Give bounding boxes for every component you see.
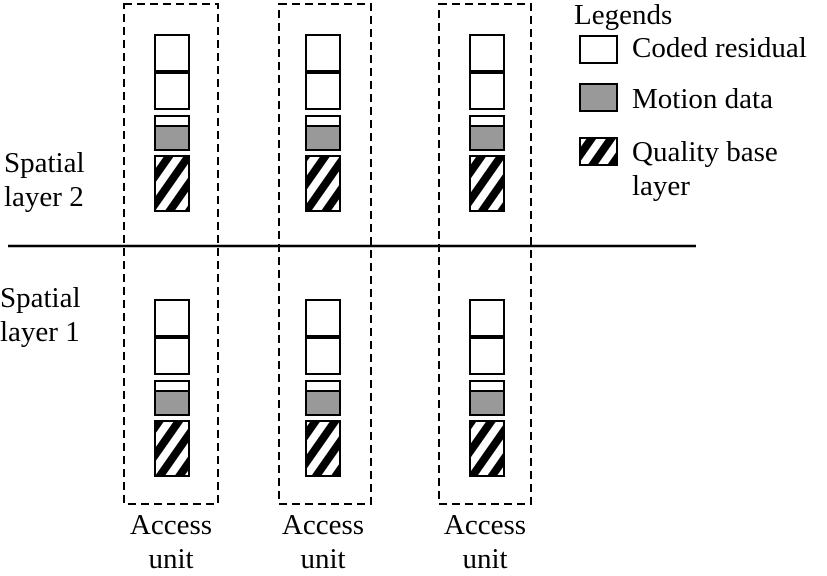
legend-swatch-motion-data xyxy=(579,83,618,112)
coded-residual-block-layer2-unit1-a xyxy=(154,34,190,72)
motion-header-block-layer2-unit1 xyxy=(154,115,190,127)
spatial-layer-2-label: Spatial layer 2 xyxy=(4,146,85,214)
coded-residual-block-layer1-unit3-a xyxy=(469,299,505,337)
spatial-layer-2-line2: layer 2 xyxy=(4,181,84,213)
coded-residual-block-layer2-unit2-b xyxy=(305,72,341,110)
motion-data-block-layer1-unit3 xyxy=(469,390,505,416)
access-unit-3-line1: Access xyxy=(443,509,527,541)
legend-label-quality-base-layer: Quality base layer xyxy=(632,135,778,203)
coded-residual-block-layer1-unit2-a xyxy=(305,299,341,337)
quality-base-block-layer1-unit2 xyxy=(305,420,341,477)
legend-label-motion-data: Motion data xyxy=(632,83,773,115)
motion-data-block-layer2-unit1 xyxy=(154,125,190,151)
access-unit-label-3: Access unit xyxy=(425,508,545,576)
access-unit-3-line2: unit xyxy=(462,543,508,575)
legend-quality-line1: Quality base xyxy=(632,136,778,168)
spatial-layer-2-line1: Spatial xyxy=(4,147,85,179)
coded-residual-block-layer2-unit3-a xyxy=(469,34,505,72)
coded-residual-block-layer1-unit3-b xyxy=(469,337,505,375)
motion-header-block-layer1-unit3 xyxy=(469,380,505,392)
quality-base-block-layer2-unit3 xyxy=(469,155,505,212)
motion-data-block-layer1-unit1 xyxy=(154,390,190,416)
legend-swatch-coded-residual xyxy=(579,35,618,64)
quality-base-block-layer2-unit2 xyxy=(305,155,341,212)
coded-residual-block-layer2-unit2-a xyxy=(305,34,341,72)
coded-residual-block-layer1-unit2-b xyxy=(305,337,341,375)
access-unit-2-line1: Access xyxy=(281,509,365,541)
motion-header-block-layer1-unit2 xyxy=(305,380,341,392)
quality-base-block-layer1-unit1 xyxy=(154,420,190,477)
motion-header-block-layer2-unit3 xyxy=(469,115,505,127)
quality-base-block-layer2-unit1 xyxy=(154,155,190,212)
spatial-layer-1-line1: Spatial xyxy=(0,282,81,314)
motion-data-block-layer2-unit3 xyxy=(469,125,505,151)
legend-quality-line2: layer xyxy=(632,170,690,202)
motion-data-block-layer1-unit2 xyxy=(305,390,341,416)
motion-data-block-layer2-unit2 xyxy=(305,125,341,151)
access-unit-1-line1: Access xyxy=(129,509,213,541)
legend-label-coded-residual: Coded residual xyxy=(632,32,807,64)
legend-title: Legends xyxy=(574,0,673,31)
coded-residual-block-layer2-unit3-b xyxy=(469,72,505,110)
spatial-layer-1-line2: layer 1 xyxy=(0,316,80,348)
access-unit-label-1: Access unit xyxy=(111,508,231,576)
spatial-layer-1-label: Spatial layer 1 xyxy=(0,281,81,349)
legend-swatch-quality-base-layer xyxy=(579,137,618,166)
access-unit-2-line2: unit xyxy=(300,543,346,575)
packet-stacks xyxy=(154,34,505,477)
access-unit-box-3 xyxy=(438,3,532,505)
coded-residual-block-layer2-unit1-b xyxy=(154,72,190,110)
access-unit-box-1 xyxy=(123,3,219,505)
motion-header-block-layer2-unit2 xyxy=(305,115,341,127)
coded-residual-block-layer1-unit1-a xyxy=(154,299,190,337)
coded-residual-block-layer1-unit1-b xyxy=(154,337,190,375)
motion-header-block-layer1-unit1 xyxy=(154,380,190,392)
quality-base-block-layer1-unit3 xyxy=(469,420,505,477)
access-unit-label-2: Access unit xyxy=(263,508,383,576)
access-unit-1-line2: unit xyxy=(148,543,194,575)
access-unit-box-2 xyxy=(278,3,372,505)
